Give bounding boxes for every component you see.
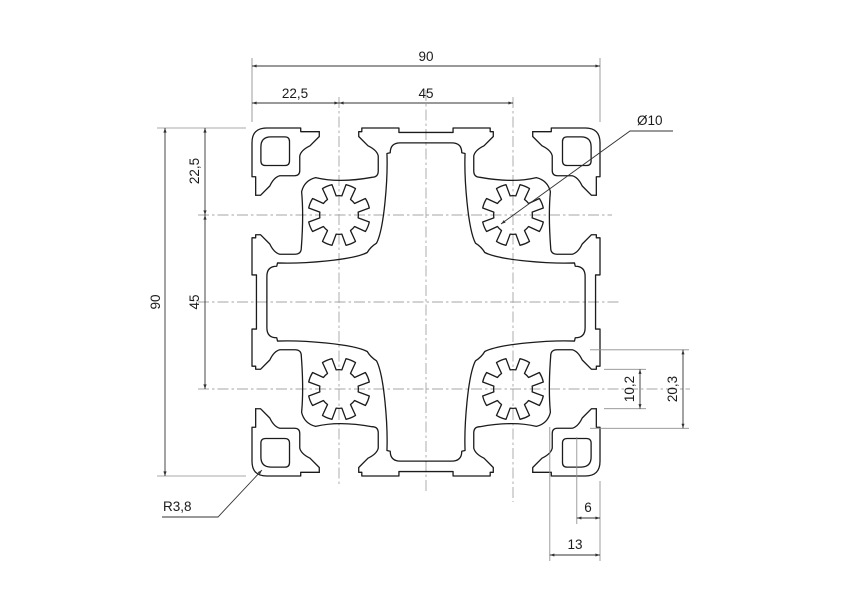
dim-width-mid: 45 [418,86,433,101]
dim-arrow [501,220,506,224]
center-cross-cavity [267,302,426,461]
dim-arrow [508,101,513,105]
bore-leader [500,130,673,225]
profile-outer-face [426,302,600,476]
dim-arrow [595,516,600,520]
center-cross-cavity [426,143,585,302]
dim-arrow [257,470,262,475]
profile-outer-face [426,128,600,302]
dim-arrow [203,128,207,133]
spline-bore [309,359,370,420]
dim-arrow [203,384,207,389]
dim-arrow [681,423,685,429]
corner-block-inner-wall [256,132,320,196]
corner-square-hole [261,438,290,467]
dimension-lines [163,64,685,557]
corner-block-inner-wall [533,132,597,196]
profile-quadrant-3 [426,302,600,476]
profile-quadrant-1 [426,128,600,302]
dim-arrow [252,101,257,105]
dim-slot-opening: 10,2 [622,376,637,402]
profile-outer-face [252,128,426,302]
profile-quadrant-0 [252,128,426,302]
profile-corner-edge [533,409,600,476]
corner-square-hole [261,137,290,166]
spline-bore [483,185,544,246]
center-cross-cavity [267,143,426,302]
profile-corner-edge [252,128,319,195]
profile-corner-edge [252,409,319,476]
profile-outer-face [252,302,426,476]
dim-arrow [203,215,207,220]
dim-arrow [576,516,582,520]
radius-leader [162,469,263,518]
extension-lines [157,58,689,561]
dim-height-mid: 45 [187,294,202,309]
corner-block-inner-wall [256,409,320,473]
dim-height-total: 90 [148,294,163,309]
profile-section [252,128,600,476]
dim-height-corner: 22,5 [187,158,202,184]
dim-slot-cavity: 20,3 [665,376,680,402]
dim-hole-offset: 6 [584,500,592,515]
dim-width-total: 90 [418,49,433,64]
corner-block-inner-wall [533,409,597,473]
profile-corner-edge [533,128,600,195]
center-cross-cavity [426,302,585,461]
centerlines [198,90,690,502]
profile-quadrant-2 [252,302,426,476]
dim-arrow [595,64,600,68]
spline-bore [483,359,544,420]
dim-arrow [595,553,600,557]
corner-square-hole [562,438,591,467]
callout-bore-dia: Ø10 [637,113,663,128]
dim-arrow [638,369,642,374]
dim-arrow [638,404,642,409]
dim-arrow [252,64,257,68]
dim-arrow [549,553,555,557]
dim-width-corner: 22,5 [282,86,308,101]
dim-arrow [681,349,685,355]
dim-corner-block: 13 [567,537,582,552]
leader-lines [162,130,673,518]
dim-arrow [203,210,207,215]
corner-square-hole [562,137,591,166]
dim-arrow [334,101,339,105]
dim-arrow [163,128,167,133]
callout-corner-radius: R3,8 [163,499,192,514]
dim-arrow [339,101,344,105]
spline-bore [309,185,370,246]
dim-arrow [163,471,167,476]
